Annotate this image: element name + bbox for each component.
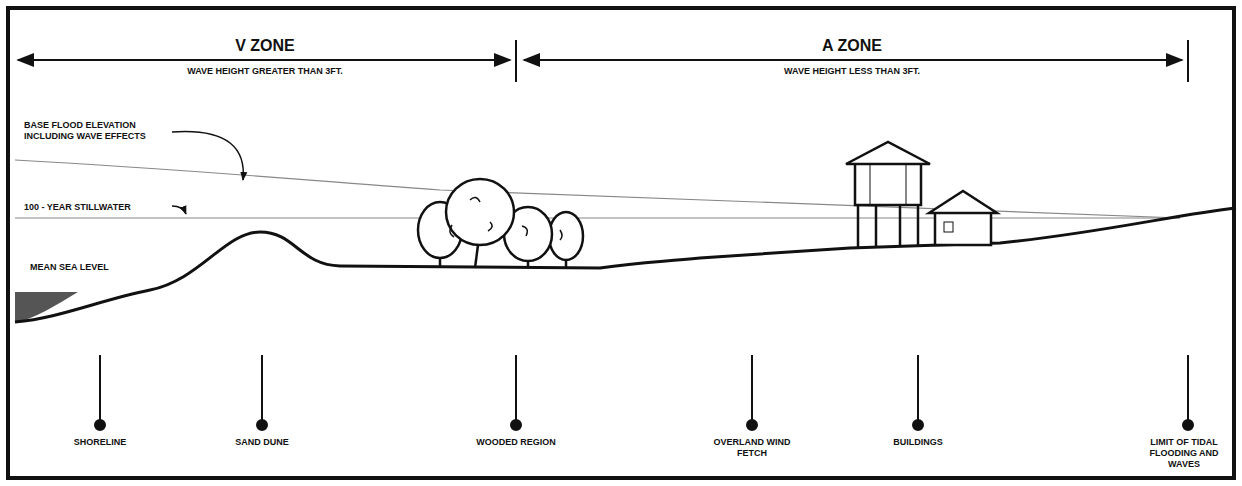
feature-label: BUILDINGS <box>863 437 973 448</box>
base-flood-line <box>15 160 1180 218</box>
frame <box>8 8 1234 478</box>
v-zone-arrow <box>18 59 510 61</box>
feature-label: LIMIT OF TIDAL FLOODING AND WAVES <box>1140 437 1228 469</box>
line-label: 100 - YEAR STILLWATER <box>24 202 170 213</box>
a-zone-arrow <box>524 59 1182 61</box>
feature-label: SHORELINE <box>45 437 155 448</box>
feature-label: OVERLAND WIND FETCH <box>712 437 792 459</box>
zone-subtitle: WAVE HEIGHT GREATER THAN 3FT. <box>135 66 395 77</box>
zone-title: V ZONE <box>165 36 365 55</box>
zone-tick <box>1187 40 1189 82</box>
feature-label: SAND DUNE <box>207 437 317 448</box>
ground-profile <box>15 208 1236 322</box>
zone-title: A ZONE <box>752 36 952 55</box>
buildings-drawing <box>846 142 997 247</box>
leader-arrow <box>172 132 243 180</box>
area-label: MEAN SEA LEVEL <box>30 262 110 273</box>
stillwater-line <box>15 217 1180 218</box>
leader-arrow <box>172 206 186 214</box>
zone-tick <box>515 40 517 82</box>
feature-label: WOODED REGION <box>456 437 576 448</box>
pointers <box>95 355 1193 430</box>
trees <box>418 179 583 268</box>
line-label: BASE FLOOD ELEVATION INCLUDING WAVE EFFE… <box>24 120 164 142</box>
zone-subtitle: WAVE HEIGHT LESS THAN 3FT. <box>722 66 982 77</box>
